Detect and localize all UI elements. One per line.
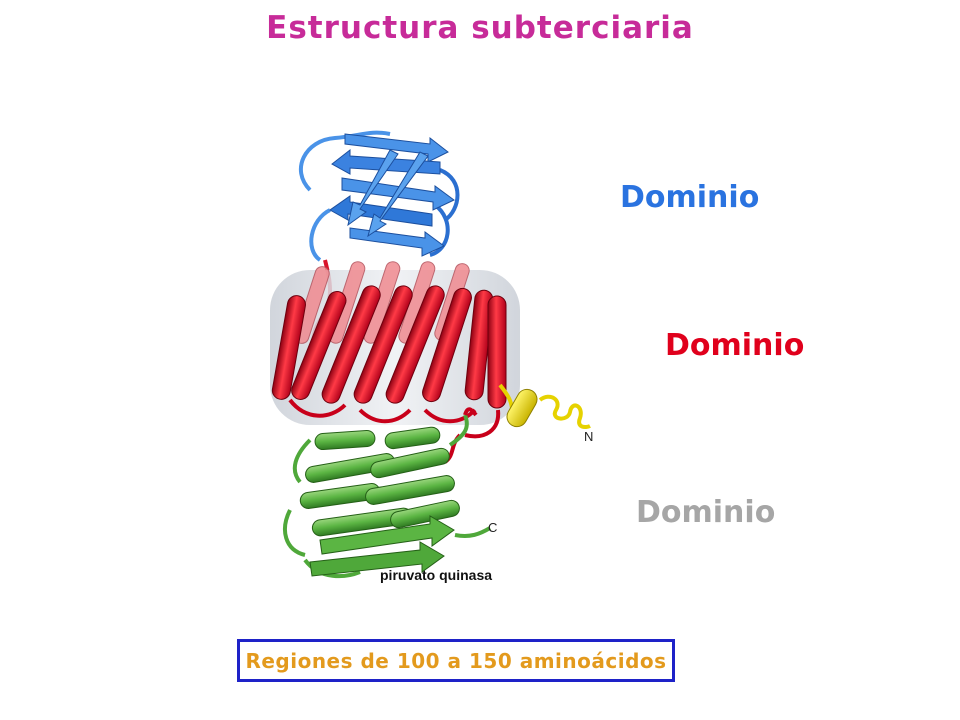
caption-text: Regiones de 100 a 150 aminoácidos [245,648,667,673]
domain-label-gray: Dominio [636,495,776,530]
domain-label-blue: Dominio [620,180,760,215]
protein-structure-figure: N C piruvato quinasa [250,110,620,590]
slide-title: Estructura subterciaria [266,10,694,46]
green-domain: C [283,407,497,579]
protein-name-label: piruvato quinasa [380,567,492,583]
yellow-helix: N [498,383,593,444]
red-domain-barrel [270,261,520,464]
domain-label-red: Dominio [665,328,805,363]
pyruvate-kinase-ribbon-diagram: N C piruvato quinasa [270,130,593,583]
caption-box: Regiones de 100 a 150 aminoácidos [237,639,675,682]
n-terminus-label: N [584,429,593,444]
c-terminus-label: C [488,520,497,535]
